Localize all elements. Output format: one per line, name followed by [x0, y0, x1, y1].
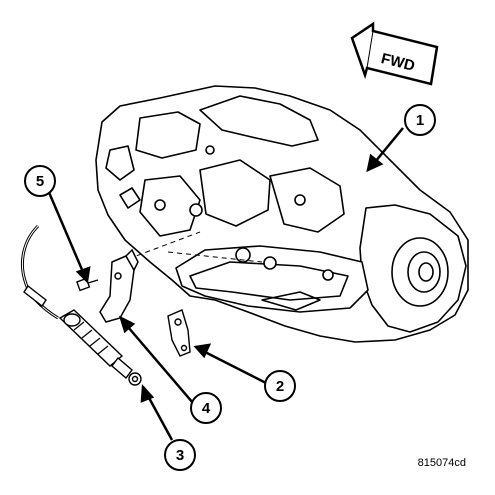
shift-lever — [167, 309, 191, 357]
callout-4: 4 — [190, 392, 222, 424]
callout-2: 2 — [264, 370, 296, 402]
callout-1: 1 — [404, 104, 436, 136]
callout-5: 5 — [24, 165, 56, 197]
figure-code: 815074cd — [418, 457, 466, 469]
cable-bracket — [99, 248, 139, 323]
callout-5-number: 5 — [36, 173, 44, 190]
shift-cable — [20, 224, 124, 367]
shift-cable-end — [111, 356, 142, 386]
forward-arrow-icon: FWD — [350, 21, 439, 86]
callout-4-number: 4 — [202, 400, 211, 417]
alignment-lines — [119, 231, 263, 263]
callout-3: 3 — [164, 439, 196, 471]
callout-leaders — [46, 127, 404, 441]
callout-3-number: 3 — [176, 447, 184, 464]
callout-2-number: 2 — [276, 378, 284, 395]
transmission-case — [95, 85, 469, 343]
callout-1-number: 1 — [416, 112, 424, 129]
